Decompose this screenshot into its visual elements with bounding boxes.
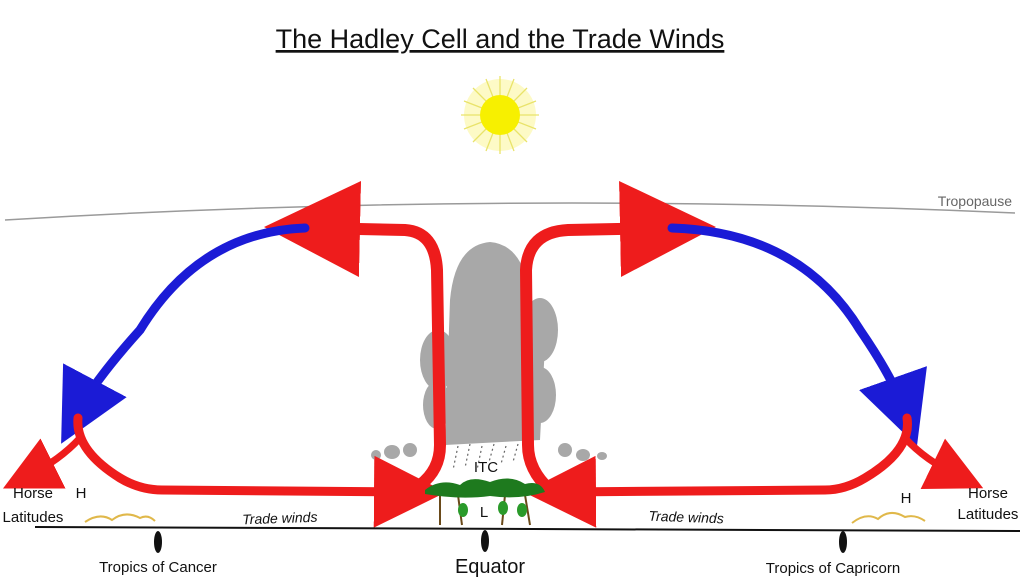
tree-icon	[425, 478, 545, 526]
tropic-of-capricorn-label: Tropics of Capricorn	[766, 560, 901, 577]
left-divergence-arrow	[2, 434, 84, 489]
low-pressure-label: L	[480, 504, 488, 521]
right-divergence-arrow	[901, 434, 984, 489]
itc-label: ITC	[474, 459, 498, 476]
right-descending-air	[524, 413, 912, 528]
high-pressure-right: H	[901, 490, 912, 507]
right-hadley-cell	[519, 180, 984, 528]
left-hadley-cell	[2, 181, 447, 528]
tropopause-line	[4, 202, 1016, 221]
marker-icon	[481, 530, 489, 552]
marker-icon	[154, 531, 162, 553]
right-upper-flow	[667, 223, 927, 446]
cloud-icon	[371, 242, 607, 461]
tropopause-label: Tropopause	[938, 193, 1012, 209]
horse-latitudes-left-line2: Latitudes	[3, 509, 64, 526]
tropic-of-cancer-label: Tropics of Cancer	[99, 559, 217, 576]
diagram-title: The Hadley Cell and the Trade Winds	[276, 24, 725, 54]
left-upper-flow	[61, 223, 310, 444]
horse-latitudes-right-line2: Latitudes	[958, 506, 1019, 523]
trade-winds-right: Trade winds	[648, 508, 724, 527]
equator-label: Equator	[455, 556, 525, 578]
desert-icon	[851, 512, 926, 524]
sun-icon	[461, 76, 539, 154]
ground-line	[34, 526, 1021, 532]
left-descending-air	[73, 413, 446, 528]
high-pressure-left: H	[76, 485, 87, 502]
trade-winds-left: Trade winds	[242, 509, 318, 528]
horse-latitudes-right-line1: Horse	[968, 485, 1008, 502]
rain-icon	[452, 443, 519, 471]
marker-icon	[839, 531, 847, 553]
horse-latitudes-left-line1: Horse	[13, 485, 53, 502]
desert-icon	[84, 513, 156, 523]
